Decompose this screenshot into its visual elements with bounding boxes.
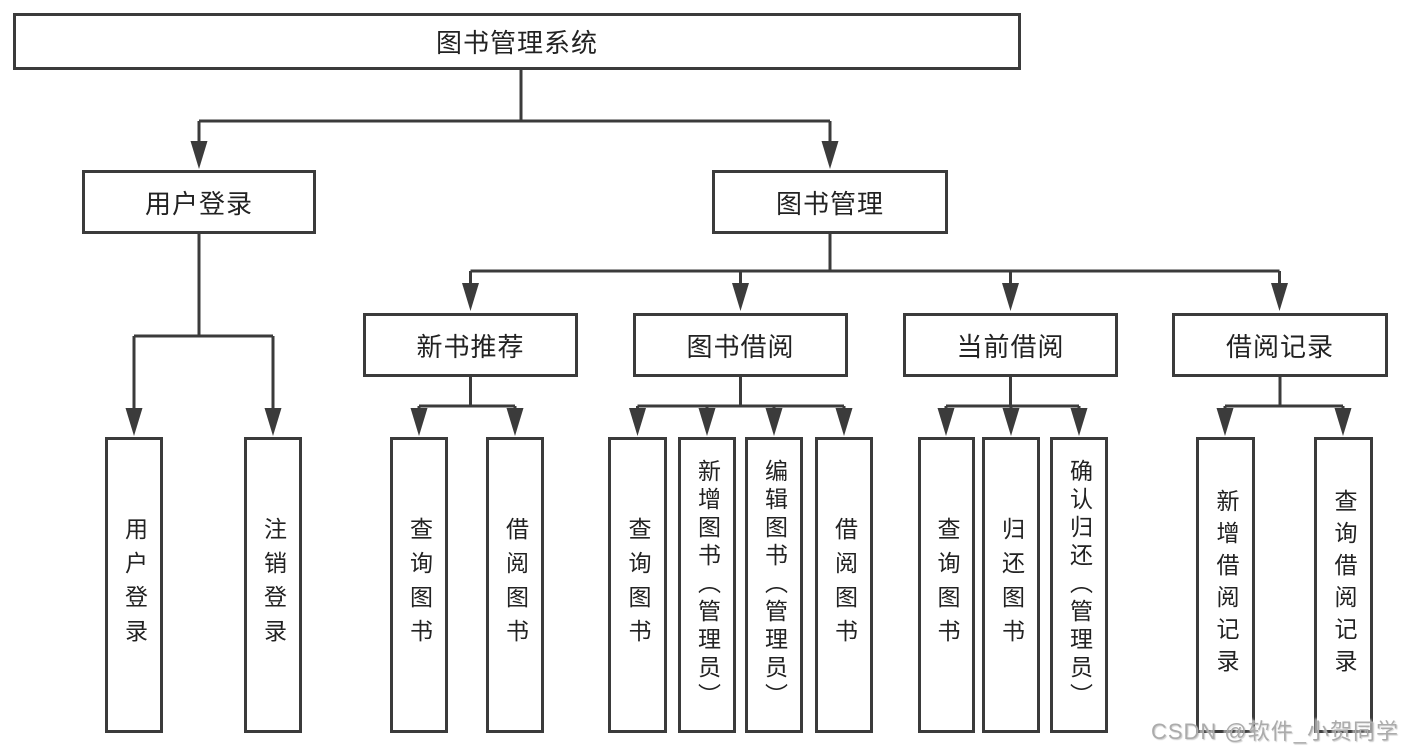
node-book-management: 图书管理	[712, 170, 948, 234]
leaf-return-books-label: 归还图书	[998, 517, 1025, 653]
node-book-borrow: 图书借阅	[633, 313, 848, 377]
node-user-login: 用户登录	[82, 170, 316, 234]
node-root: 图书管理系统	[13, 13, 1021, 70]
leaf-query-books-recommend-label: 查询图书	[406, 517, 433, 653]
node-current-borrow-label: 当前借阅	[956, 331, 1065, 362]
leaf-add-books-admin-label: 新增图书（管理员）	[694, 459, 721, 711]
leaf-return-books: 归还图书	[982, 437, 1040, 733]
leaf-borrow-books-recommend-label: 借阅图书	[502, 517, 529, 653]
leaf-user-login-label: 用户登录	[121, 517, 148, 653]
node-borrow-records-label: 借阅记录	[1225, 331, 1334, 362]
leaf-add-borrow-record-label: 新增借阅记录	[1213, 489, 1239, 681]
watermark: CSDN @软件_小贺同学	[1150, 719, 1399, 744]
leaf-add-borrow-record: 新增借阅记录	[1196, 437, 1255, 733]
leaf-query-books-current-label: 查询图书	[934, 517, 960, 653]
leaf-query-books-recommend: 查询图书	[390, 437, 448, 733]
node-borrow-records: 借阅记录	[1172, 313, 1388, 377]
leaf-logout: 注销登录	[244, 437, 302, 733]
leaf-query-books-borrow-label: 查询图书	[625, 517, 651, 653]
leaf-add-books-admin: 新增图书（管理员）	[678, 437, 736, 733]
leaf-query-books-borrow: 查询图书	[608, 437, 667, 733]
leaf-confirm-return-admin: 确认归还（管理员）	[1050, 437, 1108, 733]
leaf-edit-books-admin: 编辑图书（管理员）	[745, 437, 803, 733]
node-new-book-recommend-label: 新书推荐	[416, 331, 525, 362]
leaf-user-login: 用户登录	[105, 437, 163, 733]
leaf-confirm-return-admin-label: 确认归还（管理员）	[1066, 459, 1093, 711]
leaf-query-borrow-record-label: 查询借阅记录	[1331, 489, 1357, 681]
leaf-query-borrow-record: 查询借阅记录	[1314, 437, 1373, 733]
leaf-borrow-books-recommend: 借阅图书	[486, 437, 544, 733]
leaf-logout-label: 注销登录	[260, 517, 287, 653]
node-book-management-label: 图书管理	[775, 188, 884, 219]
node-book-borrow-label: 图书借阅	[686, 331, 795, 362]
node-user-login-label: 用户登录	[144, 188, 253, 219]
node-new-book-recommend: 新书推荐	[363, 313, 578, 377]
leaf-borrow-books-label: 借阅图书	[831, 517, 858, 653]
node-root-label: 图书管理系统	[435, 28, 598, 58]
leaf-query-books-current: 查询图书	[918, 437, 975, 733]
leaf-edit-books-admin-label: 编辑图书（管理员）	[761, 459, 788, 711]
leaf-borrow-books: 借阅图书	[815, 437, 873, 733]
node-current-borrow: 当前借阅	[903, 313, 1118, 377]
